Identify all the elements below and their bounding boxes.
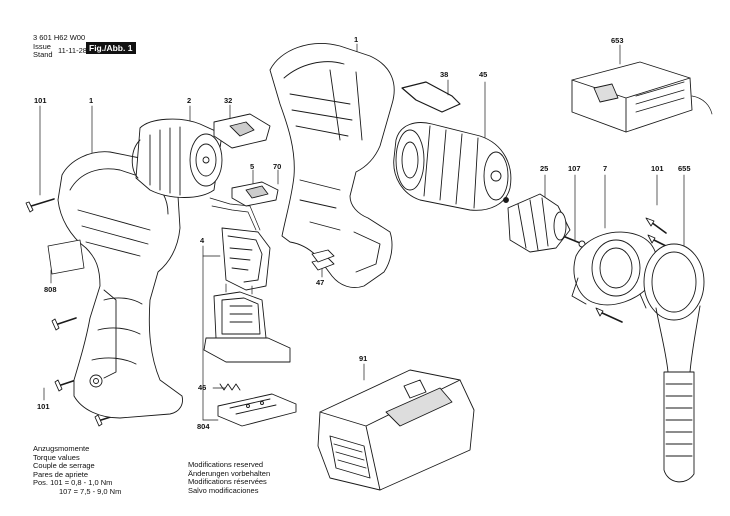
screw-101-g [595,307,623,323]
auxiliary-handle [643,243,705,483]
torque-line: Anzugsmomente [33,444,90,453]
doc-code: 3 601 H62 W00 [33,33,86,42]
torque-value: 107 = 7,5 - 9,0 Nm [59,486,122,496]
modifications-note: Modifications reserved Änderungen vorbeh… [188,460,271,495]
torque-line: Torque values [33,452,80,462]
part-number-46: 46 [198,383,207,392]
part-number-655: 655 [678,164,691,173]
battery-charger [571,61,713,133]
issue-stand-labels: Issue Stand [33,43,53,59]
switch-cover [213,113,271,149]
switch-slider [231,181,279,207]
modifications-line: Modifications réservées [188,477,267,487]
issue-label: Issue [33,42,51,51]
screw-101-e [645,217,667,234]
part-number-1: 1 [354,35,359,44]
part-number-25: 25 [540,164,549,173]
contact-plate [217,393,297,427]
issue-date: 11-11-28 [58,46,87,55]
gearbox [393,122,512,211]
part-number-47: 47 [316,278,325,287]
screw-101-b [51,317,77,331]
part-number-804: 804 [197,422,210,431]
part-number-5: 5 [250,162,255,171]
stand-label: Stand [33,50,53,59]
torque-line: Pares de apriete [33,469,89,479]
torque-note: Anzugsmomente Torque values Couple de se… [33,444,122,497]
part-number-45: 45 [479,70,488,79]
part-number-70: 70 [273,162,282,171]
part-number-808: 808 [44,285,57,294]
part-number-101: 101 [37,402,50,411]
switch-module [209,197,271,291]
battery-pack [317,369,475,491]
torque-value: Pos. 101 = 0,8 - 1,0 Nm [33,478,113,488]
part-number-101: 101 [34,96,47,105]
rating-label [47,239,85,275]
torque-line: Couple de serrage [33,461,95,471]
part-number-1: 1 [89,96,94,105]
spring-clip [401,81,461,113]
modifications-line: Modifications reserved [188,460,264,469]
leader-lines [39,43,685,421]
housing-shell-right [269,43,395,288]
modifications-line: Salvo modificaciones [188,485,259,495]
part-number-653: 653 [611,36,624,45]
part-number-32: 32 [224,96,233,105]
motor [131,118,223,198]
electronics-carrier [203,283,291,363]
modifications-line: Änderungen vorbehalten [188,468,271,478]
part-number-91: 91 [359,354,368,363]
part-number-107: 107 [568,164,581,173]
part-number-101: 101 [651,164,664,173]
part-number-2: 2 [187,96,192,105]
part-number-7: 7 [603,164,608,173]
part-number-38: 38 [440,70,449,79]
part-number-4: 4 [200,236,205,245]
spring [219,383,241,391]
screw-101-a [25,198,55,213]
chuck [507,193,571,253]
small-clip [311,249,335,271]
figure-label: Fig./Abb. 1 [86,42,137,54]
gear-housing-ring [571,231,658,309]
